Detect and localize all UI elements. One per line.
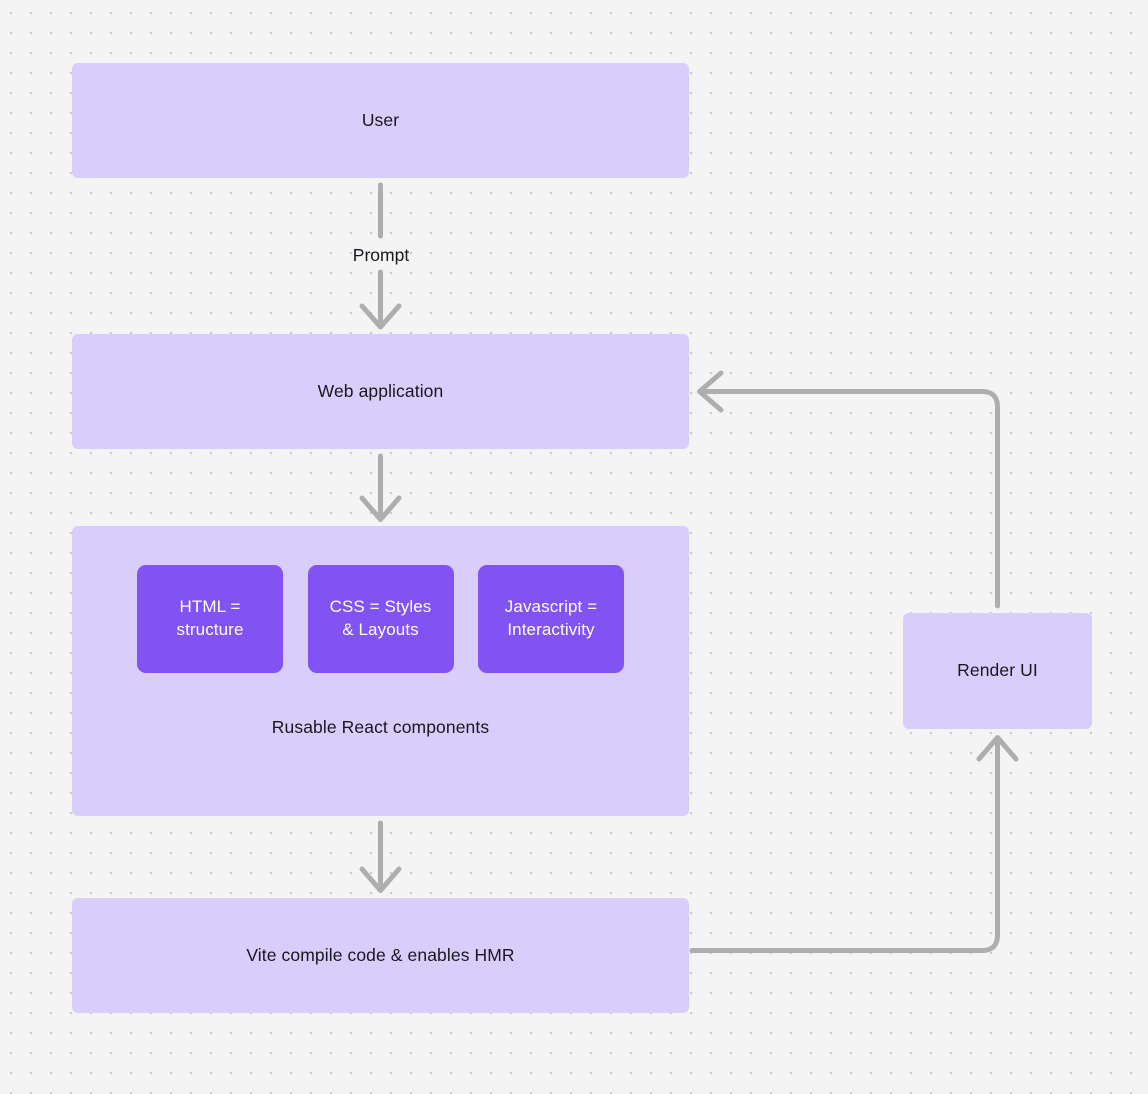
node-react-components[interactable]: HTML = structure CSS = Styles & Layouts …: [72, 526, 689, 816]
edge-vite-to-render: [689, 735, 1019, 953]
arrowhead-down: [359, 303, 402, 330]
node-javascript-interactivity-line1: Javascript =: [504, 597, 598, 617]
node-web-application-label: Web application: [317, 380, 444, 401]
node-vite-label: Vite compile code & enables HMR: [246, 944, 515, 965]
node-javascript-interactivity[interactable]: Javascript = Interactivity: [478, 565, 624, 673]
node-javascript-interactivity-line2: Interactivity: [507, 620, 595, 639]
node-render-ui[interactable]: Render UI: [903, 613, 1092, 729]
node-css-styles-line1: CSS = Styles: [329, 597, 432, 617]
node-render-ui-label: Render UI: [957, 660, 1038, 681]
edge-label-prompt: Prompt: [352, 245, 410, 265]
node-css-styles-line2: & Layouts: [342, 620, 419, 639]
node-react-components-caption: Rusable React components: [271, 717, 490, 737]
arrowhead-down: [359, 866, 402, 893]
node-html-structure-line2: structure: [176, 620, 244, 639]
edge-segment: [699, 389, 1000, 609]
edge-render-to-webapp: [697, 370, 1000, 609]
node-vite[interactable]: Vite compile code & enables HMR: [72, 898, 689, 1013]
node-web-application[interactable]: Web application: [72, 334, 689, 449]
edge-components-to-vite: [359, 820, 402, 893]
node-user[interactable]: User: [72, 63, 689, 178]
react-component-group: HTML = structure CSS = Styles & Layouts …: [137, 565, 624, 673]
node-user-label: User: [361, 109, 400, 130]
edge-webapp-to-components: [359, 453, 402, 522]
arrowhead-down: [359, 495, 402, 522]
arrowhead-left: [697, 370, 724, 413]
node-html-structure[interactable]: HTML = structure: [137, 565, 283, 673]
edge-segment: [689, 737, 1000, 953]
arrowhead-up: [976, 735, 1019, 762]
node-html-structure-line1: HTML =: [179, 597, 241, 617]
node-css-styles[interactable]: CSS = Styles & Layouts: [307, 565, 454, 673]
